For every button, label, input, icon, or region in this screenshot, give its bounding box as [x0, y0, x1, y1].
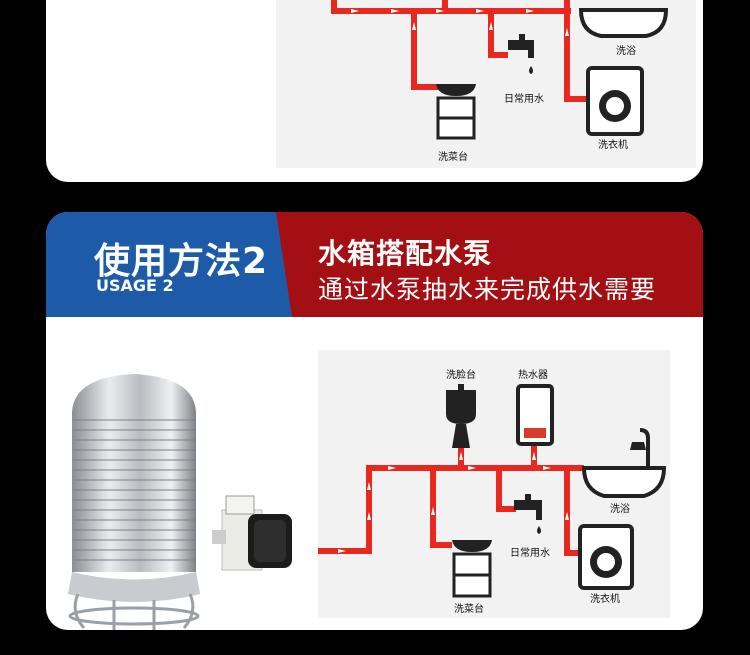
washer-label: 洗衣机 [590, 592, 620, 605]
water-pump-image [212, 495, 292, 571]
basin-label: 洗脸台 [446, 368, 476, 381]
usage-2-banner: 使用方法2 USAGE 2 水箱搭配水泵 通过水泵抽水来完成供水需要 [46, 212, 703, 317]
pipe-network [331, 0, 586, 102]
bathtub-icon [578, 8, 669, 38]
sink-label: 洗菜台 [454, 602, 484, 615]
usage-1-pipe-diagram: 洗浴 日常用水 洗菜台 洗衣机 [331, 0, 669, 163]
heater-label: 热水器 [518, 368, 548, 381]
method-description: 通过水泵抽水来完成供水需要 [318, 275, 657, 304]
usage-1-card: 洗浴 日常用水 洗菜台 洗衣机 [46, 0, 703, 182]
usage-2-card: 使用方法2 USAGE 2 水箱搭配水泵 通过水泵抽水来完成供水需要 [46, 212, 703, 630]
banner-red-panel [276, 212, 703, 317]
sink-cabinet-icon [436, 84, 476, 140]
washer-label: 洗衣机 [598, 138, 628, 151]
faucet-icon [514, 494, 542, 534]
sink-cabinet-icon [452, 540, 492, 598]
usage-1-diagram: 洗浴 日常用水 洗菜台 洗衣机 [276, 0, 696, 168]
washbasin-icon [446, 384, 476, 448]
usage-title: 使用方法2 [94, 241, 269, 282]
usage-2-diagram: 洗脸台 热水器 洗浴 [318, 350, 670, 618]
sink-label: 洗菜台 [438, 150, 468, 163]
usage-subtitle: USAGE 2 [96, 276, 174, 295]
faucet-icon [508, 34, 534, 74]
water-heater-icon [516, 384, 554, 446]
tap-label: 日常用水 [504, 92, 544, 105]
bathtub-icon [581, 428, 667, 498]
washing-machine-icon [578, 524, 634, 590]
pipe-network [318, 446, 584, 556]
usage-2-pipe-diagram: 洗脸台 热水器 洗浴 [318, 368, 667, 615]
tap-label: 日常用水 [510, 546, 550, 559]
bath-label: 洗浴 [610, 503, 630, 515]
washing-machine-icon [586, 66, 644, 136]
water-tank-image [68, 374, 200, 630]
bath-label: 洗浴 [616, 45, 636, 57]
method-heading: 水箱搭配水泵 [318, 237, 493, 270]
